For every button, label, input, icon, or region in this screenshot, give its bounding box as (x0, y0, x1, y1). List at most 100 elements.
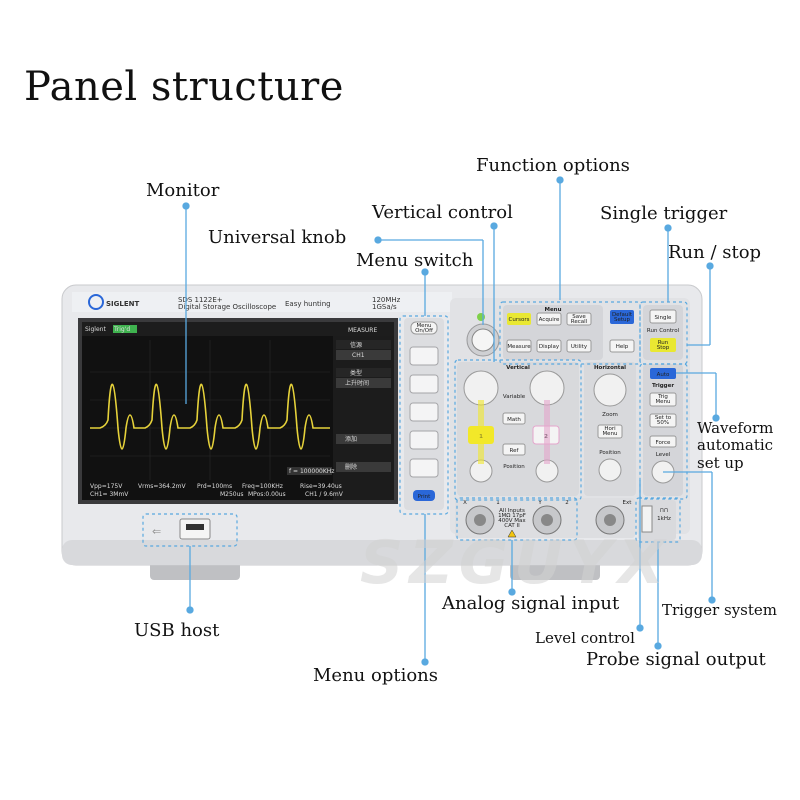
svg-text:50%: 50% (657, 420, 669, 426)
screen-bezel (78, 318, 398, 504)
svg-text:Vertical: Vertical (506, 365, 530, 371)
svg-text:Trig: Trig (657, 394, 668, 400)
label-analog-signal-input: Analog signal input (442, 593, 620, 614)
vertical-section (457, 362, 579, 496)
ch2-button (532, 425, 560, 445)
r2a: CH1= 3MmV (90, 491, 129, 498)
svg-text:Help: Help (616, 344, 629, 350)
r2d: CH1 / 9.6mV (305, 491, 344, 498)
svg-text:⇐: ⇐ (152, 525, 161, 538)
menu-4: 上升时间 (345, 379, 369, 387)
label-waveform-auto-1: Waveform (697, 419, 774, 437)
r1d: Freq=100KHz (242, 483, 283, 490)
svg-text:Variable: Variable (503, 394, 526, 400)
svg-text:Trigger: Trigger (652, 383, 674, 389)
menu-5: 添加 (345, 435, 357, 443)
hori-menu-button (597, 424, 623, 439)
menu-6: 删除 (345, 463, 357, 471)
label-single-trigger: Single trigger (600, 203, 728, 224)
single-button (649, 309, 677, 324)
softkey-2 (409, 374, 439, 394)
svg-text:Position: Position (599, 450, 621, 456)
help-button (609, 339, 635, 353)
ch1-position-knob (469, 459, 493, 483)
device-body (61, 284, 703, 566)
display-text: Display (539, 344, 560, 350)
auto-button (650, 368, 676, 379)
screen-header (82, 322, 394, 336)
measure-text: Measure (507, 344, 531, 350)
svg-text:Position: Position (503, 464, 525, 470)
default-setup-button (610, 310, 634, 324)
r2c: MPos:0.00us (248, 491, 286, 498)
header-strip (72, 292, 452, 312)
label-level-control: Level control (535, 629, 635, 647)
label-usb-host: USB host (134, 620, 220, 641)
r1a: Vpp=175V (90, 483, 123, 490)
label-monitor: Monitor (146, 180, 220, 201)
screen-grid (90, 340, 330, 480)
ch2-position-knob (535, 459, 559, 483)
utility-text: Utility (571, 344, 588, 350)
spec2-text: 1GSa/s (372, 303, 397, 311)
menu-3: 类型 (350, 369, 362, 377)
ch2-volts-knob (529, 370, 565, 406)
svg-text:Auto: Auto (657, 372, 670, 378)
svg-text:Save: Save (572, 314, 586, 320)
svg-text:Hori: Hori (604, 426, 616, 432)
trig-menu-button (649, 392, 677, 407)
svg-text:Single: Single (655, 315, 673, 321)
menu-onoff-button (410, 321, 438, 335)
menu-1: 信源 (350, 341, 362, 349)
acquire-text: Acquire (539, 317, 560, 323)
svg-text:Menu: Menu (602, 431, 617, 437)
print-button (413, 490, 435, 501)
ch1-button (468, 426, 494, 444)
menu-column (404, 318, 444, 510)
label-probe-signal-output: Probe signal output (586, 649, 766, 670)
svg-text:Stop: Stop (657, 345, 670, 351)
softkey-3 (409, 402, 439, 422)
svg-text:Math: Math (507, 417, 521, 423)
svg-text:Ext: Ext (623, 500, 633, 506)
page-title: Panel structure (24, 64, 344, 110)
r1e: Rise=39.40us (300, 483, 342, 490)
svg-text:Set to: Set to (655, 415, 672, 421)
svg-text:Recall: Recall (571, 319, 588, 325)
screen-brand: Siglent (85, 326, 106, 333)
svg-text:Horizontal: Horizontal (594, 365, 626, 371)
freq-readout: f = 100000KHz (289, 468, 334, 475)
screen-status: Trig'd (113, 326, 130, 333)
screen (82, 322, 394, 500)
svg-text:Level: Level (656, 452, 671, 458)
svg-text:2: 2 (565, 500, 569, 506)
label-universal-knob: Universal knob (208, 227, 347, 248)
universal-knob (466, 323, 500, 357)
waveform (90, 383, 330, 450)
svg-text:Y: Y (537, 500, 542, 506)
menu-group (503, 305, 603, 360)
ch1-volts-knob (463, 370, 499, 406)
softkey-5 (409, 458, 439, 478)
softkey-1 (409, 346, 439, 366)
svg-text:All Inputs: All Inputs (499, 508, 525, 514)
highlight-boxes (142, 301, 688, 547)
timebase-knob (593, 373, 627, 407)
label-waveform-auto-3: set up (697, 453, 744, 472)
spec1-text: 120MHz (372, 296, 401, 304)
svg-text:Force: Force (656, 440, 671, 446)
svg-text:Zoom: Zoom (602, 412, 618, 418)
svg-text:1: 1 (479, 434, 483, 440)
r1c: Prd=100ms (197, 483, 232, 490)
trigger-level-knob (651, 460, 675, 484)
label-menu-switch: Menu switch (356, 250, 474, 271)
watermark: SZGUYX (360, 528, 671, 598)
force-button (649, 435, 677, 448)
ref-button (502, 443, 526, 456)
svg-text:400V Max: 400V Max (498, 518, 526, 524)
menu-group-title: Menu (544, 307, 561, 313)
svg-text:X: X (463, 500, 467, 506)
horizontal-position-knob (598, 458, 622, 482)
svg-text:On/Off: On/Off (415, 328, 433, 334)
svg-text:Menu: Menu (655, 399, 670, 405)
